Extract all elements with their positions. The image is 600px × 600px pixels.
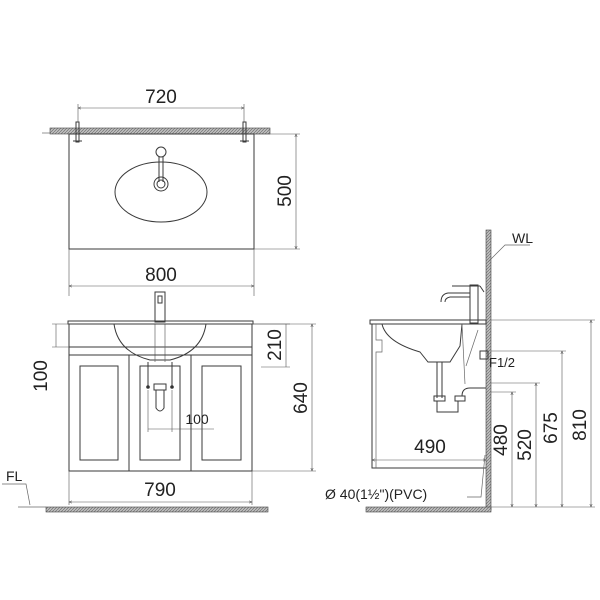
basin-bowl [113, 323, 207, 361]
dim-width: 800 [145, 265, 177, 286]
dim-counter-drop: 210 [265, 329, 286, 361]
dim-counter-height: 810 [570, 409, 591, 441]
dim-cabinet-bottom-height: 675 [541, 412, 562, 444]
mount-bolt-right-icon [240, 121, 249, 143]
side-view: WL F1/2 490 Ø 40(1½")(PVC) [325, 229, 595, 513]
dim-supply-height: 520 [515, 429, 536, 461]
dim-cabinet-depth: 490 [414, 437, 446, 458]
floor-level-label: FL [6, 468, 23, 484]
top-view: 720 500 800 [42, 87, 300, 296]
cabinet-side [371, 324, 486, 469]
wall-section-side [485, 229, 492, 511]
front-view: 100 100 210 640 790 FL [2, 291, 316, 513]
dim-depth: 500 [275, 175, 296, 207]
drain-icon [153, 176, 169, 192]
p-trap-icon [153, 383, 167, 391]
wall-level-label: WL [512, 230, 533, 246]
floor-section [45, 506, 269, 513]
mount-bolt-left-icon [73, 121, 82, 143]
door-center [128, 354, 192, 472]
cabinet-body [68, 323, 253, 472]
dim-mount-spacing: 720 [145, 87, 177, 108]
dim-cabinet-height: 640 [291, 382, 312, 414]
basin-side [381, 323, 463, 363]
floor-section-side [365, 506, 492, 513]
wall-section-top [49, 127, 271, 135]
dim-basin-depth: 100 [31, 360, 52, 392]
dim-drain-height: 480 [491, 424, 512, 456]
countertop-outline [68, 133, 255, 250]
countertop-side [369, 319, 487, 325]
door-left [68, 354, 130, 472]
dim-cabinet-width: 790 [144, 480, 176, 501]
faucet-icon [155, 146, 167, 158]
supply-thread-label: F1/2 [489, 355, 515, 370]
dim-trap-offset: 100 [185, 411, 209, 427]
drain-pipe-label: Ø 40(1½")(PVC) [325, 486, 427, 502]
faucet-front-icon [154, 291, 166, 323]
basin-oval [114, 161, 208, 223]
door-right [190, 354, 253, 472]
faucet-side-icon [440, 284, 485, 324]
